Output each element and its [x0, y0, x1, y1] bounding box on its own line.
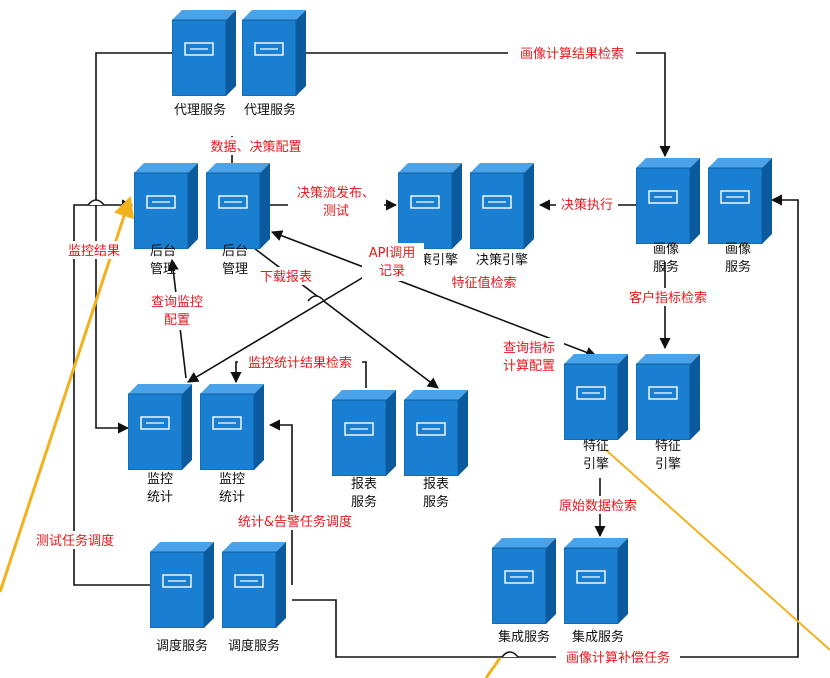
edge-label-monitor-stat-search: 监控统计结果检索 — [248, 356, 352, 371]
server-label-line2: 管理 — [222, 262, 248, 277]
server-monitor-b: 监控 统计 — [200, 384, 264, 505]
hop-arc — [307, 295, 325, 302]
highlight-line-bottom — [484, 657, 502, 678]
server-label-line1: 监控 — [219, 472, 245, 487]
server-label-line1: 报表 — [351, 477, 377, 492]
edge-label-monitor-result: 监控结果 — [68, 244, 120, 259]
server-report-a: 报表 服务 — [332, 390, 396, 510]
server-label-line1: 报表 — [423, 477, 449, 492]
edge-proxy-to-portrait — [300, 52, 671, 158]
server-label-line1: 监控 — [147, 472, 173, 487]
server-proxy-b: 代理服务 — [242, 10, 306, 118]
edge-label-download-report: 下载报表 — [260, 270, 312, 285]
servers: 代理服务 代理服务 后台 管理 后台 管理 决策引擎 决策引擎 — [128, 10, 772, 654]
server-engine-b: 决策引擎 — [470, 163, 534, 268]
server-label-line2: 服务 — [725, 259, 751, 275]
edge-label-query-metric-config-line1: 查询指标 — [503, 341, 555, 356]
hop-arc — [87, 199, 105, 206]
server-integration-b: 集成服务 — [564, 538, 628, 645]
server-label-line1: 特征 — [583, 439, 609, 454]
edge-label-customer-metric-search: 客户指标检索 — [629, 290, 707, 306]
server-label-line1: 后台 — [150, 244, 176, 259]
edge-engine-to-monitor — [187, 271, 373, 383]
server-label-line2: 管理 — [150, 262, 176, 277]
server-admin-b: 后台 管理 — [206, 163, 270, 277]
server-portrait-a: 画像 服务 — [636, 158, 700, 275]
server-label-line2: 引擎 — [655, 457, 681, 472]
edges — [73, 52, 799, 658]
edge-label-portrait-result-search: 画像计算结果检索 — [520, 47, 624, 62]
server-integration-a: 集成服务 — [492, 538, 556, 645]
edge-label-query-monitor-config-line1: 查询监控 — [151, 295, 203, 310]
highlight-lines — [0, 196, 830, 678]
server-label-line1: 画像 — [653, 242, 679, 257]
server-proxy-a: 代理服务 — [172, 10, 236, 118]
server-label-line1: 后台 — [222, 244, 248, 259]
edge-admin-feature — [270, 230, 598, 358]
edge-label-feature-value-search: 特征值检索 — [451, 275, 516, 291]
edge-label-api-call-log-line2: 记录 — [379, 264, 405, 279]
edge-labels: 画像计算结果检索 数据、决策配置 决策流发布、 测试 决策执行 监控结果 API… — [26, 44, 716, 666]
server-label: 集成服务 — [572, 629, 624, 645]
highlight-line-right — [605, 449, 830, 651]
server-portrait-b: 画像 服务 — [708, 158, 772, 275]
server-label-line2: 服务 — [653, 259, 679, 275]
edge-label-flow-publish-line2: 测试 — [323, 204, 349, 219]
edge-label-portrait-compensate: 画像计算补偿任务 — [566, 650, 670, 666]
edge-schedule-to-monitor — [268, 419, 293, 585]
edge-label-stat-alarm-schedule: 统计&告警任务调度 — [238, 514, 352, 530]
server-label-line2: 服务 — [423, 494, 449, 510]
server-schedule-a: 调度服务 — [150, 542, 214, 654]
server-label: 调度服务 — [156, 638, 208, 654]
server-label: 调度服务 — [228, 638, 280, 654]
server-label: 集成服务 — [498, 629, 550, 645]
server-feature-b: 特征 引擎 — [636, 354, 700, 472]
server-label: 代理服务 — [174, 102, 226, 118]
server-label-line2: 引擎 — [583, 457, 609, 472]
server-label-line2: 统计 — [147, 490, 173, 505]
server-label-line1: 特征 — [655, 439, 681, 454]
edge-label-flow-publish-line1: 决策流发布、 — [297, 185, 375, 201]
server-monitor-a: 监控 统计 — [128, 384, 192, 505]
server-feature-a: 特征 引擎 — [564, 354, 628, 472]
edge-label-query-metric-config-line2: 计算配置 — [503, 359, 555, 374]
highlight-line-left — [0, 196, 135, 593]
server-label-line1: 画像 — [725, 242, 751, 257]
edge-label-raw-data-search: 原始数据检索 — [559, 499, 637, 514]
edge-label-query-monitor-config-line2: 配置 — [164, 313, 190, 328]
server-label: 代理服务 — [244, 102, 296, 118]
server-label: 决策引擎 — [476, 252, 528, 268]
server-admin-a: 后台 管理 — [134, 163, 198, 277]
hop-arc — [501, 651, 519, 658]
edge-label-api-call-log-line1: API调用 — [369, 246, 416, 261]
server-report-b: 报表 服务 — [404, 390, 468, 510]
edge-label-decision-exec: 决策执行 — [561, 197, 613, 213]
edge-label-test-task-schedule: 测试任务调度 — [36, 533, 114, 549]
server-schedule-b: 调度服务 — [222, 542, 286, 654]
edge-proxy-to-monitor — [95, 52, 172, 434]
server-label-line2: 服务 — [351, 494, 377, 510]
server-label-line2: 统计 — [219, 490, 245, 505]
edge-label-data-decision-config: 数据、决策配置 — [210, 139, 301, 155]
